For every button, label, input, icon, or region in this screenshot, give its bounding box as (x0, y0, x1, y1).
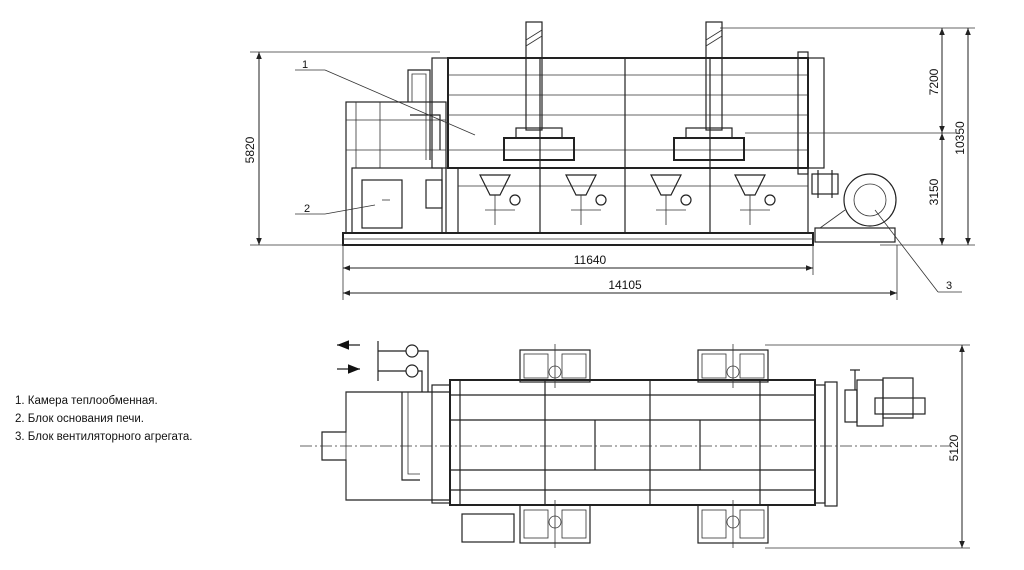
dim-frame-length: 11640 (574, 253, 607, 267)
callout-3: 3 (946, 280, 952, 292)
dim-upper-height: 7200 (927, 68, 941, 95)
dim-overall-height: 5820 (243, 136, 257, 163)
furnace-door (361, 179, 403, 229)
exhaust-stack-right (705, 21, 723, 131)
legend: 1. Камера теплообменная. 2. Блок основан… (15, 392, 192, 446)
dim-plan-width: 5120 (947, 434, 961, 461)
burner-3 (650, 174, 692, 225)
fan-unit (811, 170, 897, 243)
callout-2: 2 (304, 203, 310, 215)
support-pads (461, 344, 769, 548)
legend-item-fan-unit-block: 3. Блок вентиляторного агрегата. (15, 431, 193, 443)
fan-unit-plan (844, 369, 926, 427)
side-elevation-view: 5820 7200 3150 10350 11640 14105 1 2 3 (243, 21, 975, 300)
callout-1: 1 (302, 59, 308, 71)
burner-2 (565, 174, 607, 225)
plan-view: 5120 (300, 340, 970, 549)
exhaust-stack-left (525, 21, 543, 131)
burner-4 (734, 174, 776, 225)
burner-1 (479, 174, 521, 225)
dim-lower-height: 3150 (927, 178, 941, 205)
legend-item-heat-exchange-chamber: 1. Камера теплообменная. (15, 395, 158, 407)
dim-total-length: 14105 (608, 278, 642, 292)
dim-total-height: 10350 (953, 121, 967, 155)
legend-item-furnace-base-block: 2. Блок основания печи. (15, 413, 144, 425)
